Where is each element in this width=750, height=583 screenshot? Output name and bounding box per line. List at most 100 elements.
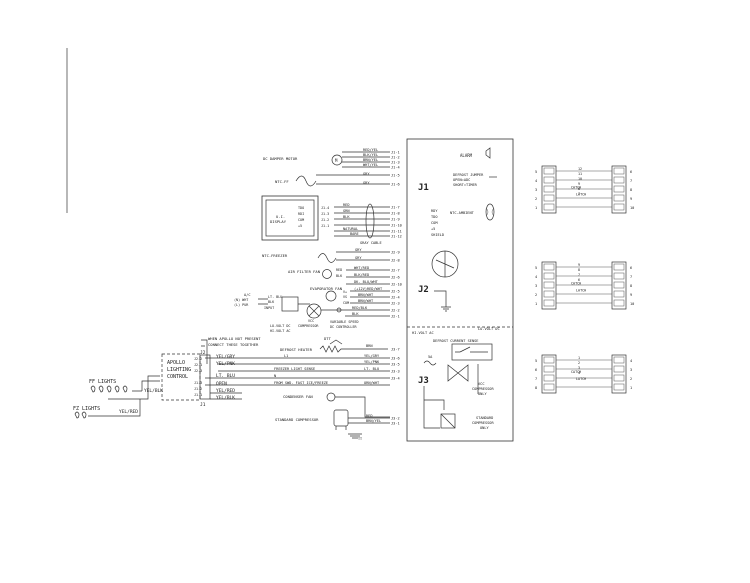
connector-cell: [613, 365, 625, 373]
std-comp-relay: [440, 413, 456, 429]
ui-wires: [334, 206, 390, 237]
connector-mid-number: 12: [578, 167, 582, 171]
apollo-note-2: CONNECT THESE TOGETHER: [208, 342, 259, 347]
ui-pin: TDO: [298, 206, 304, 210]
evaporator-fan-label: EVAPORATOR FAN: [310, 286, 343, 291]
board-pin-label: J2-7: [391, 269, 400, 273]
board-tdo-label: TDO: [431, 215, 438, 219]
j2-pin-labels: J2-9J2-8J2-7J2-6J2-10J2-5J2-4J2-3J2-2J2-…: [391, 251, 402, 319]
defrost-jumper-open: OPEN=ADC: [453, 178, 470, 182]
apollo-pin: J1-1: [194, 393, 202, 397]
board-pin-label: J2-2: [391, 309, 400, 313]
control-board: J1 J2 J3 ALARM DEFROST JUMPER OPEN=ADC S…: [406, 138, 514, 442]
l1-label: L1: [284, 354, 288, 358]
connector-cell: [613, 281, 625, 289]
vcc-comp-only-3: ONLY: [478, 392, 487, 396]
evap-pin: COM: [343, 301, 349, 305]
connector-right-housing: [611, 354, 627, 394]
board-pin-label: J3-4: [391, 377, 400, 381]
j3-label: J3: [418, 376, 429, 386]
connector-mid-number: 10: [578, 177, 582, 181]
connector-pin-number: 8: [630, 188, 632, 192]
wire-label: ORN/WHT: [364, 381, 380, 385]
ff-lights-bulbs: [90, 385, 128, 393]
board-pin-label: J3-3: [391, 370, 400, 374]
j2-wiring: NTC-FREEZER GRY GRY AIR FILTER FAN RED B…: [234, 248, 390, 333]
std-comp-only-1: STANDARD: [476, 416, 493, 420]
apollo-out: YEL/BLK: [216, 395, 235, 401]
ui-pin: +5: [298, 224, 302, 228]
board-plus5-label: +5: [431, 227, 435, 231]
board-pin-label: J1-7: [391, 206, 400, 210]
connector-cell: [543, 167, 555, 175]
connector-pin-number: 6: [630, 266, 632, 270]
ff-bulb-icon: [90, 385, 96, 393]
j1-label: J1: [418, 183, 429, 193]
connector-cell: [543, 365, 555, 373]
ui-display-label-2: DISPLAY: [270, 219, 287, 224]
connector-pin-number: 5: [535, 170, 537, 174]
connector-pin-number: 9: [630, 197, 632, 201]
ntc-ff-icon: [295, 175, 317, 187]
board-pin-label: J3-5: [391, 363, 400, 367]
wire-label: BLK/RED: [354, 273, 369, 277]
condenser-fan-label: CONDENSER FAN: [283, 394, 313, 399]
wire-label: BRN/WHT: [358, 293, 374, 297]
connector-cell: [613, 374, 625, 382]
connector-pin-number: 7: [535, 377, 537, 381]
connector-pin-number: 1: [535, 302, 537, 306]
wire-label: LT. BLU: [364, 367, 379, 371]
board-pin-label: J2-4: [391, 296, 400, 300]
connector-pin-number: 10: [630, 206, 634, 210]
board-com-label: COM: [431, 221, 438, 225]
alarm-icon: [485, 147, 491, 159]
ff-bulb-icon: [106, 385, 112, 393]
fz-wire-line: [88, 399, 141, 417]
wire-label: BRN/WHT: [358, 299, 374, 303]
wire-label: WHT/YEL: [363, 163, 378, 167]
connector-pin-number: 3: [535, 284, 537, 288]
board-pin-label: J1-8: [391, 212, 400, 216]
wire-label: WHT/RED: [354, 266, 369, 270]
wire-label: NATURAL: [343, 227, 358, 231]
wire-label: BLK: [343, 215, 350, 219]
connector-right-housing: [611, 261, 627, 310]
apollo-title-2: LIGHTING: [167, 367, 191, 373]
standard-compressor-label: STANDARD COMPRESSOR: [275, 417, 319, 422]
connector-cell: [613, 272, 625, 280]
wire-label: RED/BLK: [352, 306, 368, 310]
connector-pin-number: 8: [535, 386, 537, 390]
j3-wires: [205, 357, 390, 386]
n-label: N: [274, 374, 276, 378]
connector-pin-number: 2: [535, 293, 537, 297]
connector-cell: [613, 167, 625, 175]
ff-bulb-icon: [122, 385, 128, 393]
standard-compressor-icon: [333, 409, 349, 427]
board-pin-label: J1-11: [391, 230, 402, 234]
connector-pin-number: 6: [630, 170, 632, 174]
ntc-freezer-icon: [317, 253, 337, 263]
gray-cable-label: GRAY CABLE: [360, 241, 382, 245]
evap-pin: V+: [343, 290, 347, 294]
apollo-title-3: CONTROL: [167, 374, 188, 380]
connector-pin-number: 7: [630, 275, 632, 279]
apollo-pin: J2-3: [194, 369, 202, 373]
condenser-fan-icon: [326, 392, 336, 402]
ui-pin: RDI: [298, 212, 304, 216]
ff-bulb-icon: [98, 385, 104, 393]
ac-label: A/C: [244, 293, 251, 297]
board-lo-volt-label: LO-VOLT DC: [478, 327, 500, 331]
vcc-comp-x: [308, 305, 320, 317]
connector-mid-number: 8: [578, 187, 580, 191]
ac-in-wires: [258, 298, 268, 305]
connector-cell: [613, 185, 625, 193]
vcc-connector-dot: [336, 307, 342, 313]
connector-mid-number: 6: [578, 278, 580, 282]
ui-display-label-1: U.I.: [276, 214, 285, 219]
connector-left-housing: [541, 354, 557, 394]
damper-wires: [342, 151, 390, 168]
wire-label: RED: [343, 203, 350, 207]
board-pin-label: J1-6: [391, 183, 400, 187]
